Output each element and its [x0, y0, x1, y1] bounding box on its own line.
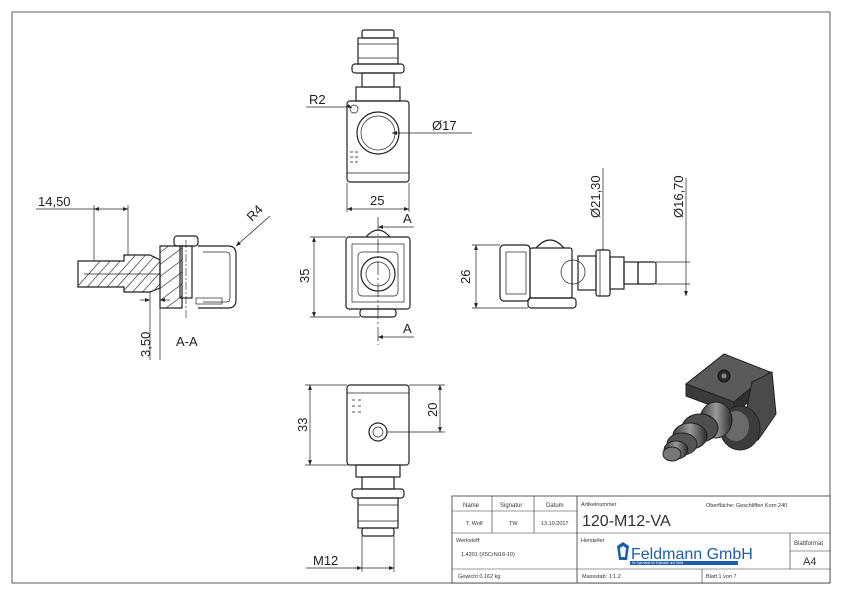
tb-company-name: Feldmann GmbH: [631, 546, 753, 563]
tb-name-header: Name: [463, 503, 480, 509]
dim-diameter-17: Ø17: [432, 118, 457, 133]
tb-manufacturer-label: Hersteller: [581, 538, 605, 544]
dim-3-50: 3,50: [138, 332, 153, 357]
tb-sheet-format-label: Blattformat: [794, 541, 823, 547]
tb-material-value: 1.4301 (X5CrNi18-10): [461, 552, 515, 558]
dim-width-25: 25: [370, 193, 384, 208]
tb-sheet-format-value: A4: [803, 556, 816, 568]
top-view: R2 Ø17 25: [306, 29, 472, 212]
dim-height-35: 35: [297, 269, 312, 283]
front-view: A A 35: [297, 211, 414, 345]
dim-height-20: 20: [425, 403, 440, 417]
tb-material-label: Werkstoff:: [456, 538, 481, 544]
dim-diameter-21-30: Ø21,30: [588, 175, 603, 218]
tb-weight: Gewicht 0.162 kg: [458, 574, 501, 580]
dim-diameter-16-70: Ø16,70: [671, 175, 686, 218]
tb-name-value: T. Wolf: [466, 521, 483, 527]
dim-height-33: 33: [295, 418, 310, 432]
dim-r4: R4: [244, 202, 266, 224]
iso-render: [662, 353, 777, 462]
tb-signature-value: TW: [509, 521, 518, 527]
section-label: A-A: [176, 334, 198, 349]
section-marker-bottom: A: [403, 321, 412, 336]
tb-date-value: 13.10.2017: [541, 521, 569, 527]
title-block: Name Signatur Datum T. Wolf TW 13.10.201…: [451, 495, 831, 584]
tb-article-number: 120-M12-VA: [582, 513, 671, 530]
tb-article-label: Artikelnummer: [581, 502, 617, 508]
tb-signature-header: Signatur: [500, 503, 522, 509]
dim-r2: R2: [309, 92, 326, 107]
tb-scale: Massstab: 1:1.2: [582, 574, 621, 580]
tb-company-tagline: Ihr Spezialist für Edelstahl und Stahl: [632, 561, 683, 565]
section-view-a-a: 14,50 R4 3,50 A-A: [36, 194, 271, 360]
dim-14-50: 14,50: [38, 194, 71, 209]
section-marker-top: A: [403, 211, 412, 226]
dim-thread-m12: M12: [313, 553, 338, 568]
tb-surface: Oberfläche: Geschliffen Korn 240: [706, 503, 787, 509]
dim-height-26: 26: [458, 270, 473, 284]
tb-sheet: Blatt 1 von 7: [706, 574, 737, 580]
bottom-view: 33 20 M12: [295, 384, 445, 572]
drawing-frame: [11, 11, 831, 584]
tb-date-header: Datum: [546, 503, 564, 509]
side-view: Ø21,30 Ø16,70 26: [458, 168, 690, 309]
company-logo: Feldmann GmbH Ihr Spezialist für Edelsta…: [617, 542, 753, 565]
